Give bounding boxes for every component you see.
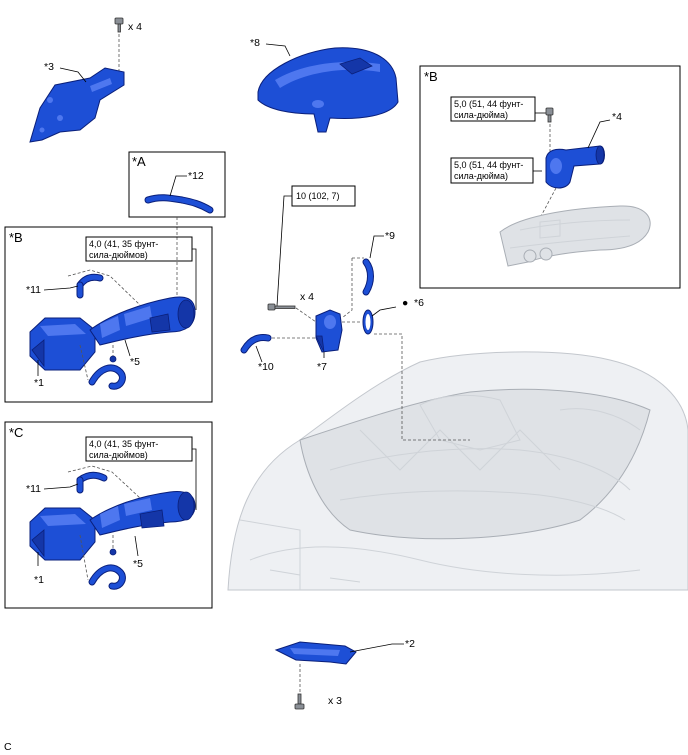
top-bolts-qty: x 4 [128,21,142,33]
bottom-bolts-qty: x 3 [328,695,342,707]
callout-5-b: *5 [130,356,140,368]
torque-b-left-line2: сила-дюймов) [89,250,148,260]
part-7-throttle-body [315,309,343,353]
part-10-hose [240,334,272,354]
torque-throttle: 10 (102, 7) [296,191,340,201]
part-6-gasket [362,309,374,335]
callout-2: *2 [405,638,415,650]
part-12-hose [144,194,214,214]
part-5-hose-b [88,364,126,390]
torque-b-right-top-line1: 5,0 (51, 44 фунт- [454,99,523,109]
figure-code: C [4,741,12,753]
vehicle-engine-bay [227,351,688,591]
throttle-bolts-qty: x 4 [300,291,314,303]
callout-5-c: *5 [133,558,143,570]
part-11-hose-b [76,273,104,299]
vehicle-intake-manifold [499,205,651,267]
callout-7: *7 [317,361,327,373]
part-2-undercover [274,641,357,665]
part-1-air-cleaner-b [29,317,96,371]
callout-3: *3 [44,61,54,73]
part-5-hose-c [88,564,126,590]
part-11-hose-c [76,471,108,494]
view-b-left-frame [4,226,213,403]
callout-1-c: *1 [34,574,44,586]
torque-b-right-top-line2: сила-дюйма) [454,110,508,120]
part-3-bracket [29,67,125,143]
callout-6: *6 [414,297,424,309]
callout-11-b: *11 [26,284,41,296]
callout-1-b: *1 [34,377,44,389]
part-intake-duct-b [89,296,196,346]
callout-8: *8 [250,37,260,49]
view-a-label: *A [132,154,146,169]
view-c-label: *C [9,425,23,440]
torque-b-right-mid-line1: 5,0 (51, 44 фунт- [454,160,523,170]
view-b-right-frame [419,65,681,289]
torque-box-b-right-mid [450,157,534,184]
torque-box-b-right-top [450,96,536,122]
callout-12: *12 [188,170,204,182]
bolt-top-icon [114,17,124,33]
view-b-left-label: *B [9,230,23,245]
throttle-bolt-icon [267,303,296,311]
part-9-hose [362,258,374,296]
callout-11-c: *11 [26,483,41,495]
torque-c-line1: 4,0 (41, 35 фунт- [89,439,158,449]
bolt-bottom-icon [294,693,305,710]
torque-b-left-line1: 4,0 (41, 35 фунт- [89,239,158,249]
part-4-pipe [545,145,605,189]
torque-c-line2: сила-дюймов) [89,450,148,460]
callout-4: *4 [612,111,622,123]
new-part-marker: ● [402,297,408,309]
callout-9: *9 [385,230,395,242]
torque-b-right-mid-line2: сила-дюйма) [454,171,508,181]
part-1-air-cleaner-c [29,507,96,561]
view-c-frame [4,421,213,609]
part-8-engine-cover [257,47,399,133]
part-intake-duct-c [89,491,196,536]
bolt-b-right-icon [545,107,554,123]
callout-10: *10 [258,361,274,373]
view-b-right-label: *B [424,69,438,84]
